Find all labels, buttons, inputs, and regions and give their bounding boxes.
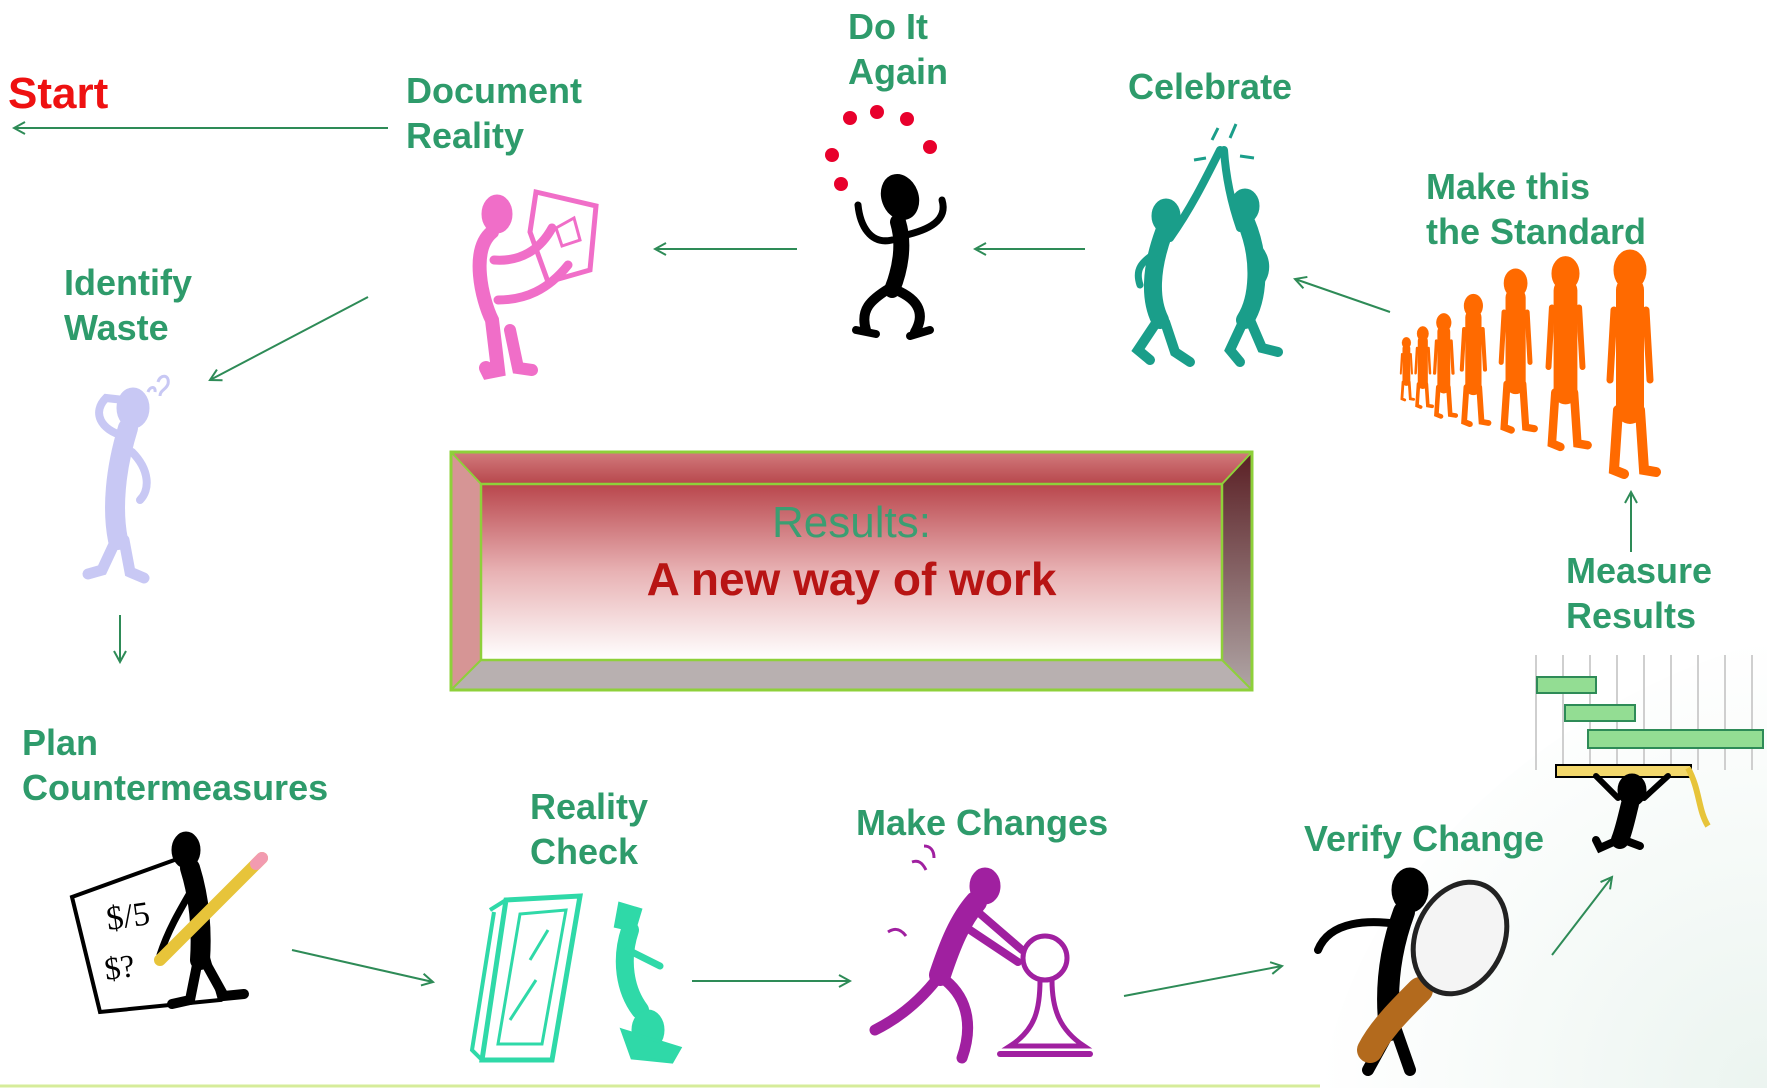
magnifier-figure-icon: [1314, 867, 1510, 1076]
high-five-icon: [1131, 123, 1283, 367]
pushing-figure-icon: [869, 844, 1093, 1064]
step-celebrate: Celebrate: [1128, 64, 1292, 109]
step-reality-check: Reality Check: [530, 784, 648, 874]
step-plan-countermeasures: Plan Countermeasures: [22, 720, 328, 810]
step-verify-change: Verify Change: [1304, 816, 1544, 861]
step-identify-waste-line2: Waste: [64, 307, 169, 348]
svg-text:$/5: $/5: [104, 895, 152, 938]
juggler-icon: [825, 105, 947, 340]
planning-figure-icon: $/5 $?: [69, 831, 268, 1015]
results-box: [449, 450, 1254, 692]
orange-figures-row-icon: [1399, 249, 1661, 479]
step-reality-check-line2: Check: [530, 831, 639, 872]
pink-sign-figure-icon: [472, 188, 599, 380]
step-make-standard-line2: the Standard: [1426, 211, 1647, 252]
thinking-figure-icon: [82, 374, 170, 584]
step-verify-change-line1: Verify Change: [1304, 818, 1545, 859]
arrow-document-to-waste: [210, 296, 369, 380]
svg-text:$?: $?: [102, 947, 137, 987]
arrow-plan-to-check: [291, 949, 433, 982]
results-subtitle: A new way of work: [646, 553, 1057, 605]
step-identify-waste-line1: Identify: [64, 262, 193, 303]
step-identify-waste: Identify Waste: [64, 260, 192, 350]
step-make-standard: Make this the Standard: [1426, 164, 1646, 254]
flow-arrows: [14, 128, 1631, 997]
step-do-it-again-line1: Do It: [848, 6, 928, 47]
arrow-standard-to-celebrate: [1295, 279, 1391, 313]
step-measure-results-line1: Measure: [1566, 550, 1713, 591]
results-title: Results:: [772, 498, 931, 547]
step-make-changes-line1: Make Changes: [856, 802, 1109, 843]
step-do-it-again-line2: Again: [848, 51, 949, 92]
step-plan-countermeasures-line2: Countermeasures: [22, 767, 329, 808]
gantt-lifter-icon: [1535, 655, 1764, 854]
step-measure-results-line2: Results: [1566, 595, 1697, 636]
step-make-standard-line1: Make this: [1426, 166, 1591, 207]
arrow-changes-to-verify: [1123, 966, 1282, 997]
step-measure-results: Measure Results: [1566, 548, 1712, 638]
step-plan-countermeasures-line1: Plan: [22, 722, 99, 763]
mirror-figure-icon: [469, 893, 683, 1064]
step-document-reality-line2: Reality: [406, 115, 525, 156]
step-document-reality: Document Reality: [406, 68, 582, 158]
step-reality-check-line1: Reality: [530, 786, 649, 827]
start-label: Start: [8, 69, 109, 118]
step-document-reality-line1: Document: [406, 70, 583, 111]
arrow-verify-to-measure: [1551, 877, 1612, 956]
step-do-it-again: Do It Again: [848, 4, 948, 94]
step-make-changes: Make Changes: [856, 800, 1108, 845]
step-celebrate-line1: Celebrate: [1128, 66, 1293, 107]
